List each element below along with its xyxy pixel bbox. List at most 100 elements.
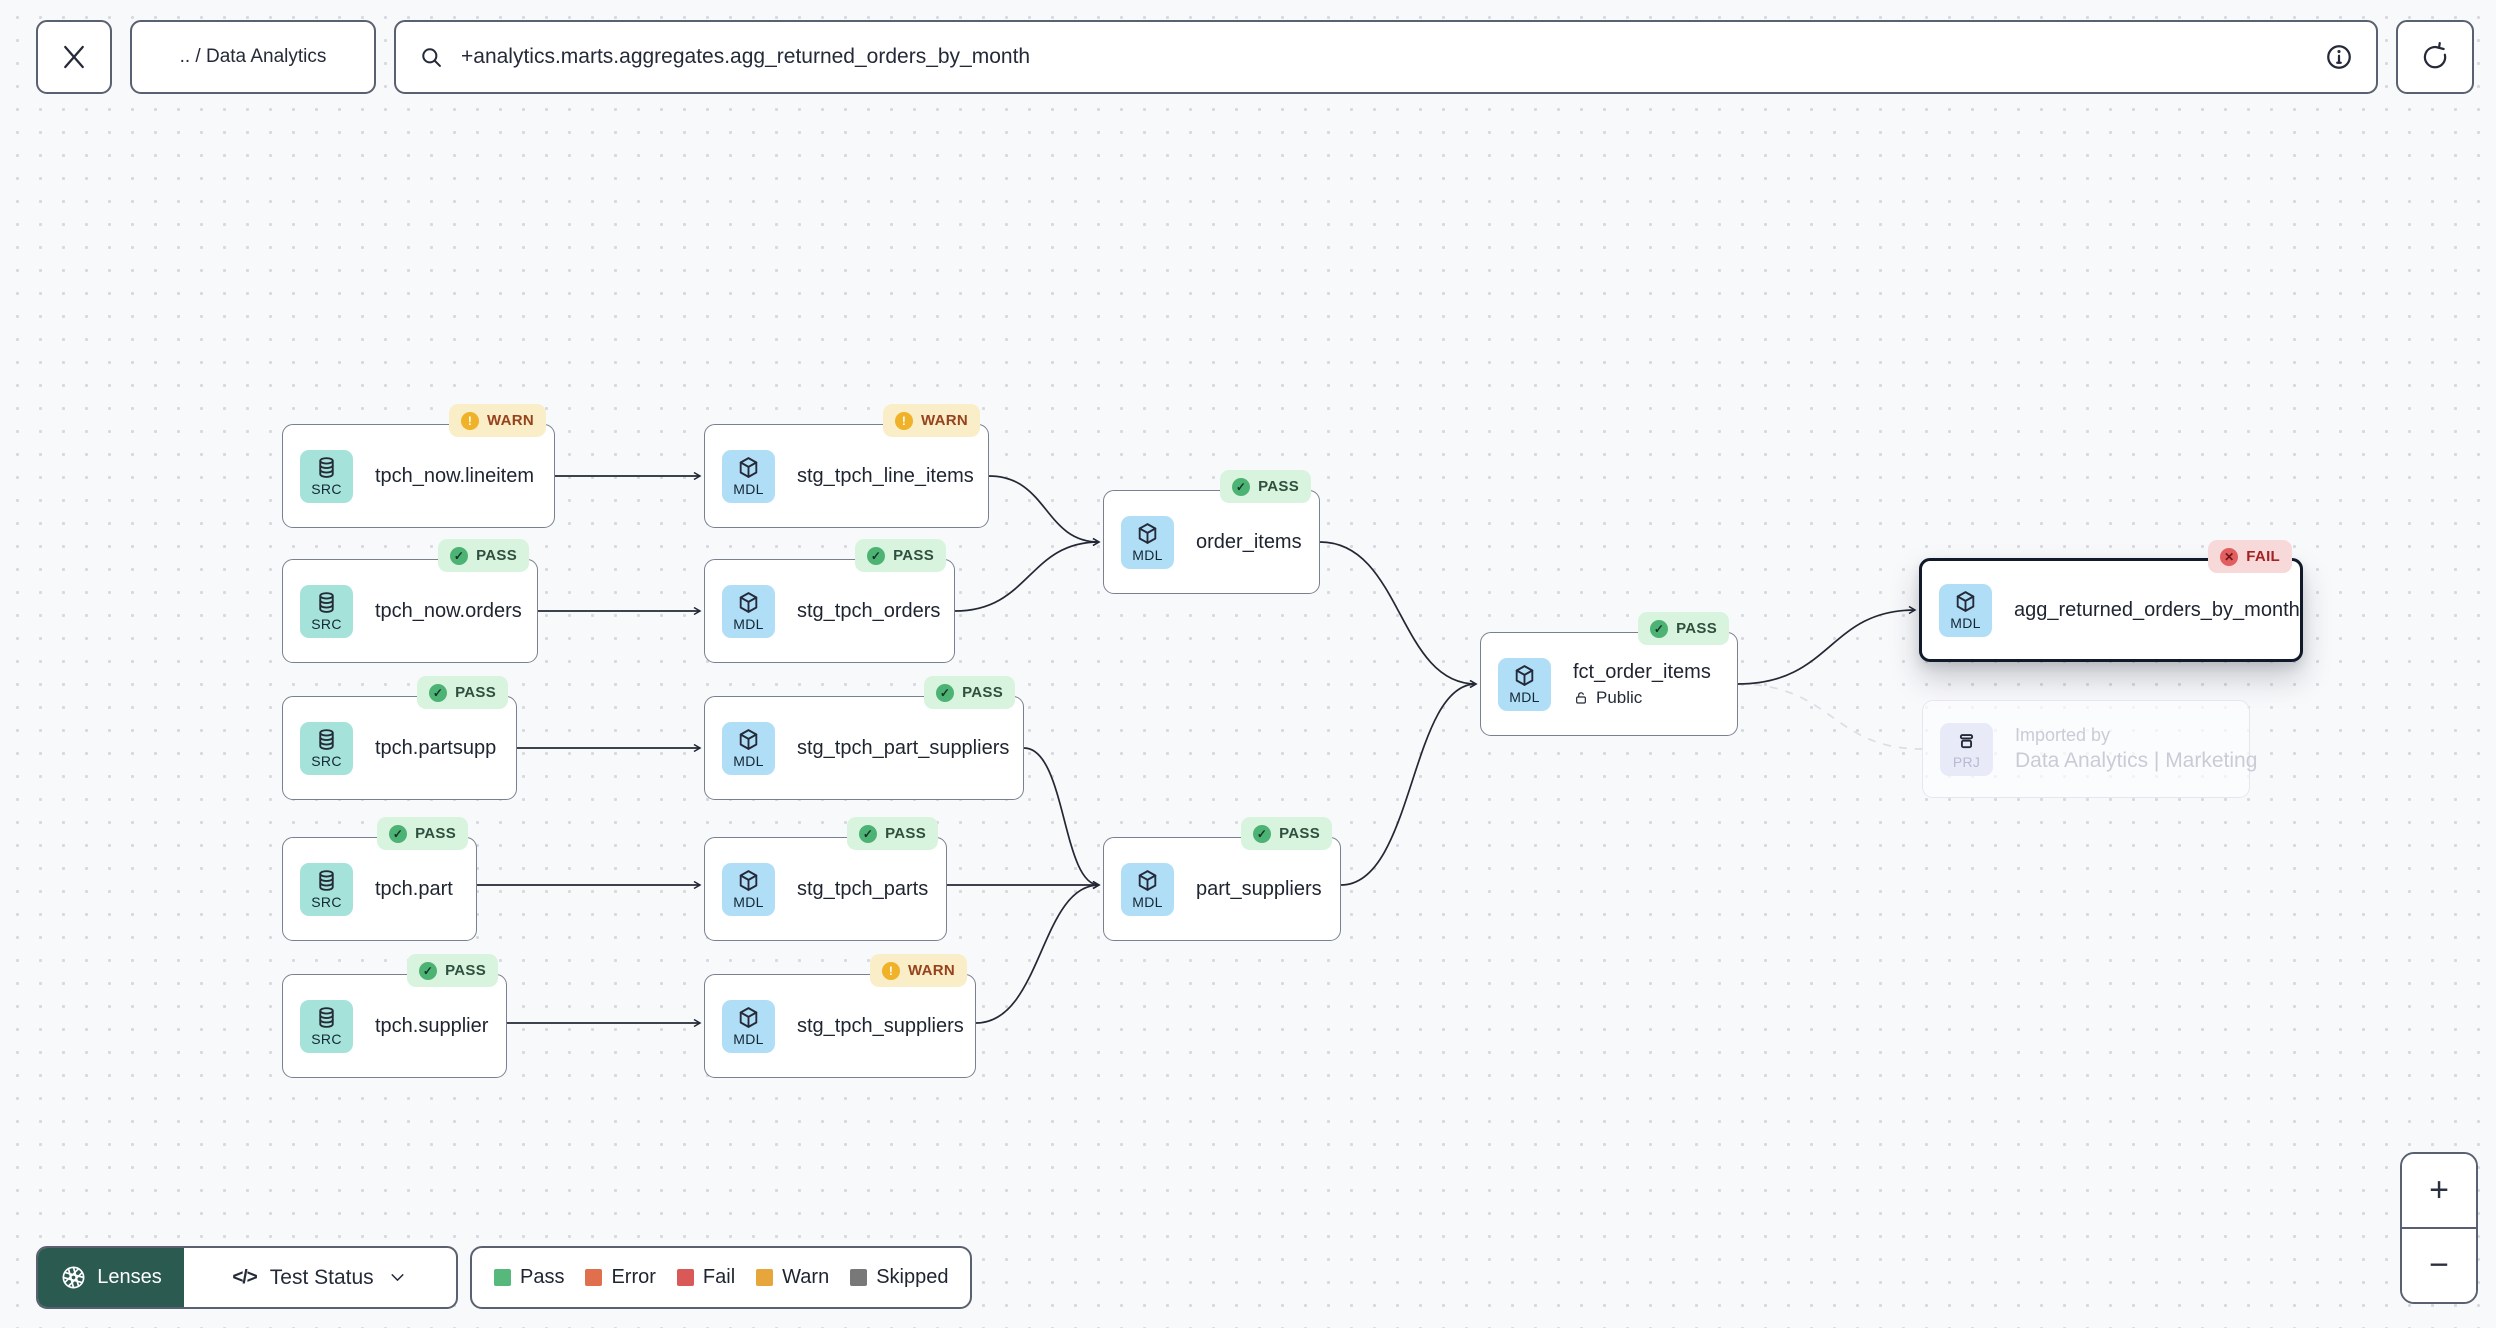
node-stg-tpch-suppliers[interactable]: ! WARN MDL stg_tpch_suppliers <box>704 954 976 1078</box>
model-icon: MDL <box>1121 862 1174 916</box>
cube-icon <box>1135 868 1160 893</box>
cube-icon <box>736 727 761 752</box>
node-stg-tpch-orders[interactable]: ✓ PASS MDL stg_tpch_orders <box>704 539 955 663</box>
node-part-suppliers[interactable]: ✓ PASS MDL part_suppliers <box>1103 817 1341 941</box>
status-badge: ✓ PASS <box>438 539 529 572</box>
zoom-out-button[interactable]: − <box>2402 1229 2476 1302</box>
source-icon: SRC <box>300 999 353 1053</box>
warning-icon: ! <box>460 411 479 430</box>
database-icon <box>314 590 339 615</box>
edge <box>975 880 1101 1024</box>
check-icon: ✓ <box>936 683 955 702</box>
status-badge: ! WARN <box>448 404 546 437</box>
status-badge: ✓ PASS <box>855 539 946 572</box>
node-label: tpch_now.lineitem <box>375 464 534 487</box>
model-icon: MDL <box>722 999 775 1053</box>
node-imported-by-ghost[interactable]: PRJ Imported by Data Analytics | Marketi… <box>1922 700 2257 798</box>
refresh-button[interactable] <box>2396 20 2474 94</box>
close-icon <box>59 42 89 72</box>
status-badge: ✓ PASS <box>377 817 468 850</box>
legend-item-pass: Pass <box>494 1266 564 1289</box>
check-icon: ✓ <box>867 546 886 565</box>
node-label: agg_returned_orders_by_month <box>2014 598 2300 621</box>
node-label: stg_tpch_orders <box>797 599 941 622</box>
status-badge: ✓ PASS <box>407 954 498 987</box>
edge <box>988 475 1101 547</box>
source-icon: SRC <box>300 721 353 775</box>
breadcrumb[interactable]: .. / Data Analytics <box>130 20 376 94</box>
database-icon <box>314 1005 339 1030</box>
status-badge: ! WARN <box>882 404 980 437</box>
search-input[interactable] <box>461 45 2308 69</box>
legend-item-fail: Fail <box>676 1266 735 1289</box>
warning-icon: ! <box>894 411 913 430</box>
node-label: order_items <box>1196 530 1302 553</box>
breadcrumb-label: .. / Data Analytics <box>179 46 327 67</box>
lens-dropdown-test-status[interactable]: </> Test Status <box>184 1248 456 1307</box>
node-tpch-partsupp[interactable]: ✓ PASS SRC tpch.partsupp <box>282 676 517 800</box>
database-icon <box>314 727 339 752</box>
node-stg-tpch-part-suppliers[interactable]: ✓ PASS MDL stg_tpch_part_suppliers <box>704 676 1024 800</box>
zoom-in-button[interactable]: + <box>2402 1154 2476 1229</box>
check-icon: ✓ <box>389 824 408 843</box>
legend-item-warn: Warn <box>756 1266 829 1289</box>
model-icon: MDL <box>722 862 775 916</box>
skipped-swatch <box>850 1269 868 1286</box>
check-icon: ✓ <box>419 961 438 980</box>
legend-item-skipped: Skipped <box>850 1266 948 1289</box>
lenses-button[interactable]: Lenses <box>38 1248 184 1307</box>
status-badge: ✓ PASS <box>1638 612 1729 645</box>
cube-icon <box>1135 521 1160 546</box>
node-tpch-now-lineitem[interactable]: ! WARN SRC tpch_now.lineitem <box>282 404 555 528</box>
node-agg-returned-orders-by-month[interactable]: ✕ FAIL MDL agg_returned_orders_by_month <box>1919 540 2303 662</box>
model-icon: MDL <box>722 721 775 775</box>
aperture-icon <box>60 1264 87 1291</box>
imported-by-label: Data Analytics | Marketing <box>2015 749 2258 772</box>
edge <box>1737 605 1917 685</box>
search-icon <box>418 44 445 71</box>
close-button[interactable] <box>36 20 112 94</box>
refresh-icon <box>2420 42 2450 72</box>
lock-open-icon <box>1573 690 1589 706</box>
archive-icon <box>1954 728 1979 753</box>
info-icon[interactable] <box>2324 42 2354 72</box>
access-public: Public <box>1573 688 1711 708</box>
node-label: tpch.supplier <box>375 1014 489 1037</box>
check-icon: ✓ <box>1232 477 1251 496</box>
node-label: stg_tpch_part_suppliers <box>797 736 1010 759</box>
source-icon: SRC <box>300 584 353 638</box>
check-icon: ✓ <box>1253 824 1272 843</box>
status-badge: ✓ PASS <box>924 676 1015 709</box>
status-badge: ! WARN <box>869 954 967 987</box>
database-icon <box>314 868 339 893</box>
node-order-items[interactable]: ✓ PASS MDL order_items <box>1103 470 1320 594</box>
check-icon: ✓ <box>450 546 469 565</box>
check-icon: ✓ <box>1650 619 1669 638</box>
edge <box>1319 541 1478 689</box>
node-fct-order-items[interactable]: ✓ PASS MDL fct_order_items Public <box>1480 612 1738 736</box>
warning-icon: ! <box>881 961 900 980</box>
warn-swatch <box>756 1269 774 1286</box>
status-badge: ✓ PASS <box>1220 470 1311 503</box>
node-label: stg_tpch_suppliers <box>797 1014 964 1037</box>
database-icon <box>314 455 339 480</box>
chevron-down-icon <box>387 1267 408 1288</box>
node-tpch-now-orders[interactable]: ✓ PASS SRC tpch_now.orders <box>282 539 538 663</box>
status-badge: ✕ FAIL <box>2208 540 2292 573</box>
cube-icon <box>736 590 761 615</box>
node-stg-tpch-parts[interactable]: ✓ PASS MDL stg_tpch_parts <box>704 817 947 941</box>
search-bar <box>394 20 2378 94</box>
code-icon: </> <box>232 1266 258 1288</box>
test-status-legend: Pass Error Fail Warn Skipped <box>470 1246 973 1309</box>
node-label: tpch_now.orders <box>375 599 522 622</box>
node-tpch-part[interactable]: ✓ PASS SRC tpch.part <box>282 817 477 941</box>
status-badge: ✓ PASS <box>417 676 508 709</box>
fail-icon: ✕ <box>2220 547 2239 566</box>
legend-item-error: Error <box>585 1266 656 1289</box>
node-tpch-supplier[interactable]: ✓ PASS SRC tpch.supplier <box>282 954 507 1078</box>
edge <box>954 537 1101 612</box>
node-stg-tpch-line-items[interactable]: ! WARN MDL stg_tpch_line_items <box>704 404 989 528</box>
cube-icon <box>736 868 761 893</box>
